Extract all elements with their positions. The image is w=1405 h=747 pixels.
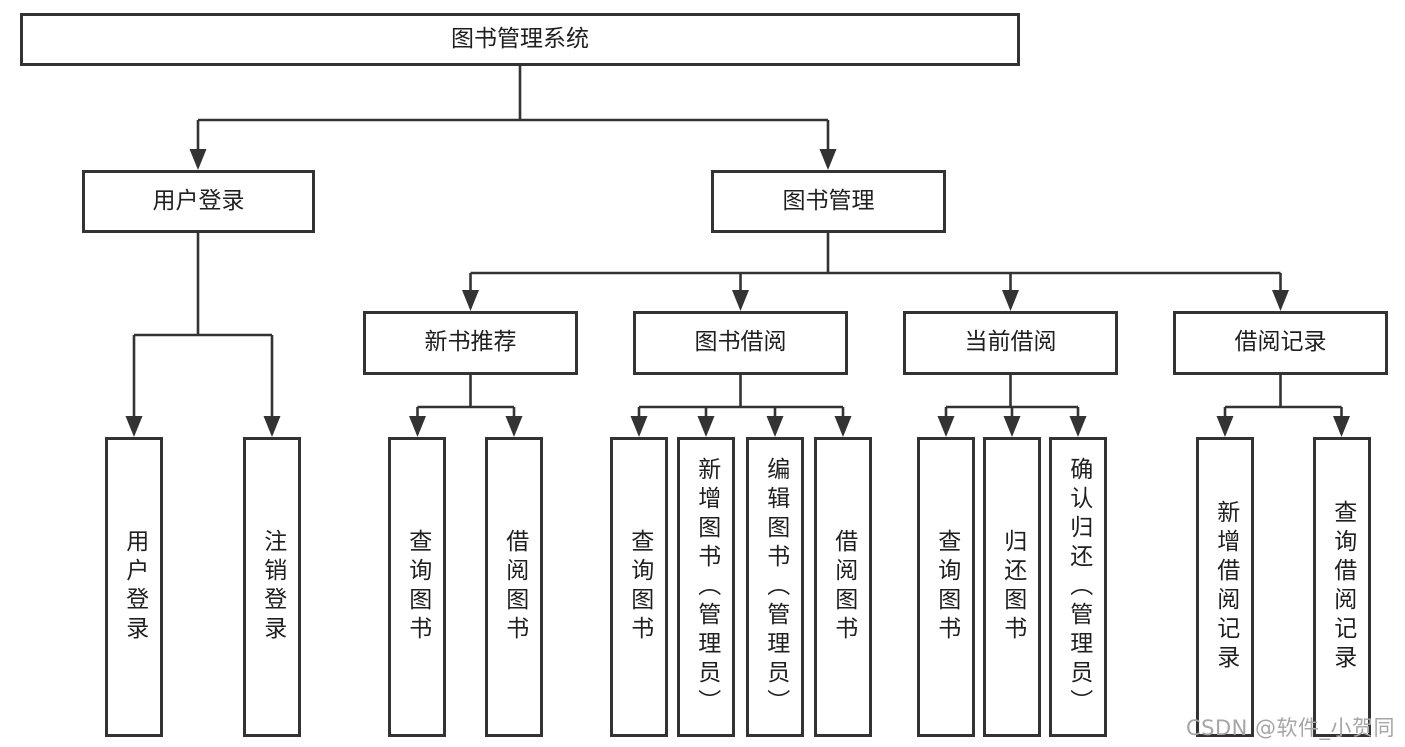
leaf-logout: 注销登录 xyxy=(243,437,301,737)
leaf-borrow-borrow-book: 借阅图书 xyxy=(814,437,872,737)
leaf-recommend-query-book: 查询图书 xyxy=(388,437,446,737)
leaf-current-return-book: 归还图书 xyxy=(983,437,1041,737)
leaf-borrow-add-book: 新增图书（管理员） xyxy=(677,437,735,737)
leaf-records-add-record: 新增借阅记录 xyxy=(1196,437,1254,737)
leaf-user-login: 用户登录 xyxy=(105,437,163,737)
node-current-borrow: 当前借阅 xyxy=(903,311,1118,375)
node-book-borrow: 图书借阅 xyxy=(633,311,848,375)
node-user-login: 用户登录 xyxy=(82,170,315,233)
node-library-management-system: 图书管理系统 xyxy=(20,13,1020,66)
leaf-records-query-record: 查询借阅记录 xyxy=(1313,437,1371,737)
node-new-book-recommend: 新书推荐 xyxy=(363,311,578,375)
leaf-current-confirm-return: 确认归还（管理员） xyxy=(1049,437,1107,737)
csdn-watermark: CSDN @软件_小贺同学 xyxy=(1186,716,1396,747)
leaf-borrow-edit-book: 编辑图书（管理员） xyxy=(746,437,804,737)
node-book-management: 图书管理 xyxy=(711,170,946,233)
leaf-borrow-query-book: 查询图书 xyxy=(610,437,668,737)
leaf-current-query-book: 查询图书 xyxy=(917,437,975,737)
leaf-recommend-borrow-book: 借阅图书 xyxy=(485,437,543,737)
node-borrow-records: 借阅记录 xyxy=(1173,311,1388,375)
